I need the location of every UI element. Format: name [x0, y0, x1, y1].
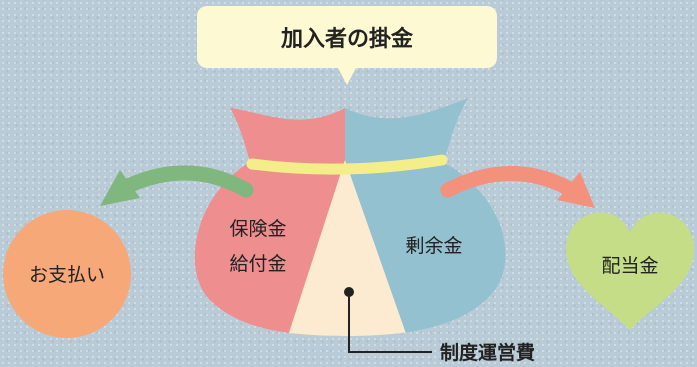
dividend-node: 配当金 — [566, 212, 694, 330]
right-arrow — [440, 166, 595, 208]
payout-label: お支払い — [29, 264, 105, 286]
dividend-label: 配当金 — [601, 255, 658, 277]
bag-left-label-line1: 保険金 — [229, 218, 286, 240]
title-callout: 加入者の掛金 — [197, 6, 497, 85]
bag-left-label-line2: 給付金 — [229, 253, 286, 275]
left-arrow — [100, 165, 254, 206]
payout-node: お支払い — [3, 210, 131, 338]
bag-right-label: 剰余金 — [405, 235, 462, 257]
title-text: 加入者の掛金 — [280, 26, 414, 52]
payout-circle — [3, 210, 131, 338]
bag-band — [246, 154, 448, 175]
title-box — [197, 6, 497, 68]
bag-middle-leader-line — [348, 292, 432, 353]
left-arrowhead — [100, 170, 140, 206]
bag-middle-callout-label: 制度運営費 — [440, 341, 535, 364]
money-bag: 保険金 給付金 剰余金 — [194, 98, 506, 353]
bag-segment-middle — [285, 160, 410, 336]
right-arrowhead — [557, 172, 595, 208]
dividend-heart — [566, 212, 694, 330]
